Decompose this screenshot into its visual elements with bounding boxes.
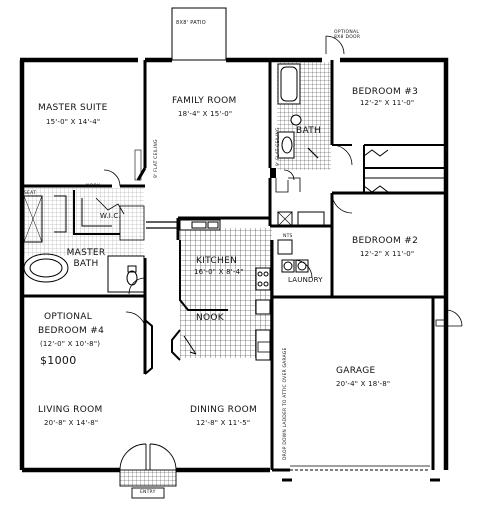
bedroom2-title: BEDROOM #2: [352, 236, 419, 246]
optional-bedroom-line2: BEDROOM #4: [38, 326, 105, 336]
master-bath-title: MASTER BATH: [66, 248, 106, 269]
garage-walls: [272, 295, 446, 472]
wall-note-vertical: 9' FLAT CEILING: [276, 127, 281, 166]
master-suite-title: MASTER SUITE: [38, 103, 108, 113]
family-room-dims: 18'-4" x 15'-0": [178, 110, 233, 118]
entry-label: ENTRY: [140, 490, 156, 495]
master-suite-dims: 15'-0" x 14'-4": [46, 118, 101, 126]
bath-fixtures: [277, 63, 319, 159]
garage-title: GARAGE: [336, 366, 376, 376]
living-room-title: LIVING ROOM: [38, 405, 103, 415]
living-room-dims: 20'-8" x 14'-8": [44, 419, 99, 427]
hall-chase: [270, 168, 276, 178]
nook-small-label: NOOK: [86, 184, 101, 189]
closet-walls: [332, 144, 446, 193]
entry-door: [119, 443, 177, 499]
kitchen-title: KITCHEN: [196, 256, 238, 266]
laundry-fixtures: [277, 211, 325, 273]
kitchen-bar: [179, 240, 228, 311]
hall-arrow: [275, 178, 289, 193]
optional-bedroom-line1: OPTIONAL: [44, 312, 93, 322]
patio-outline: [171, 7, 227, 61]
bedroom3-title: BEDROOM #3: [352, 87, 419, 97]
bedroom2-dims: 12'-2" x 11'-0": [360, 250, 415, 258]
wic-shelf: [119, 205, 145, 241]
optional-bay-window: [144, 319, 153, 375]
optional-bedroom-price: $1000: [40, 354, 77, 367]
family-room-title: FAMILY ROOM: [172, 96, 237, 106]
kitchen-fixtures: [179, 219, 271, 361]
optional-bedroom-dims: (12'-0" x 10'-8"): [40, 340, 101, 348]
nook-bay-window: [171, 329, 181, 361]
master-bath-fixtures: [23, 195, 145, 293]
wic-label: W.I.C.: [100, 212, 121, 220]
closet-door-zigzag-lower: [363, 185, 389, 193]
master-bath-tile-floor: [22, 188, 144, 256]
kitchen-dims: 16'-0" x 8'-4": [194, 268, 244, 276]
wic-walls: [73, 190, 125, 235]
garage-dims: 20'-4" x 18'-8": [336, 380, 391, 388]
nook-arrow: [183, 335, 197, 355]
nook-title: NOOK: [196, 313, 225, 323]
ceiling-note-vertical: 9' FLAT CEILING: [154, 139, 159, 178]
bath-step: [288, 177, 301, 192]
patio-label: 8X8' PATIO: [176, 20, 206, 26]
closet-note: NTS: [283, 234, 293, 239]
seat-label: SEAT: [24, 191, 36, 196]
garage-note-vertical: DROP DOWN LADDER TO ATTIC OVER GARAGE: [283, 347, 288, 461]
exterior-walls: [19, 57, 449, 473]
garage-step-box: [257, 341, 271, 353]
optional-door-label: OPTIONAL 8X8 DOOR: [334, 30, 361, 40]
plant-shelf-bar: [134, 149, 142, 181]
bedroom3-dims: 12'-2" x 11'-0": [360, 99, 415, 107]
laundry-label: LAUNDRY: [288, 276, 323, 284]
dining-room-title: DINING ROOM: [190, 405, 258, 415]
dining-room-dims: 12'-8" x 11'-5": [196, 419, 251, 427]
bath-title: BATH: [296, 126, 322, 136]
closet-door-zigzag-upper: [363, 149, 389, 157]
garage-attic-access: [435, 319, 447, 327]
door-swings: [103, 35, 463, 333]
